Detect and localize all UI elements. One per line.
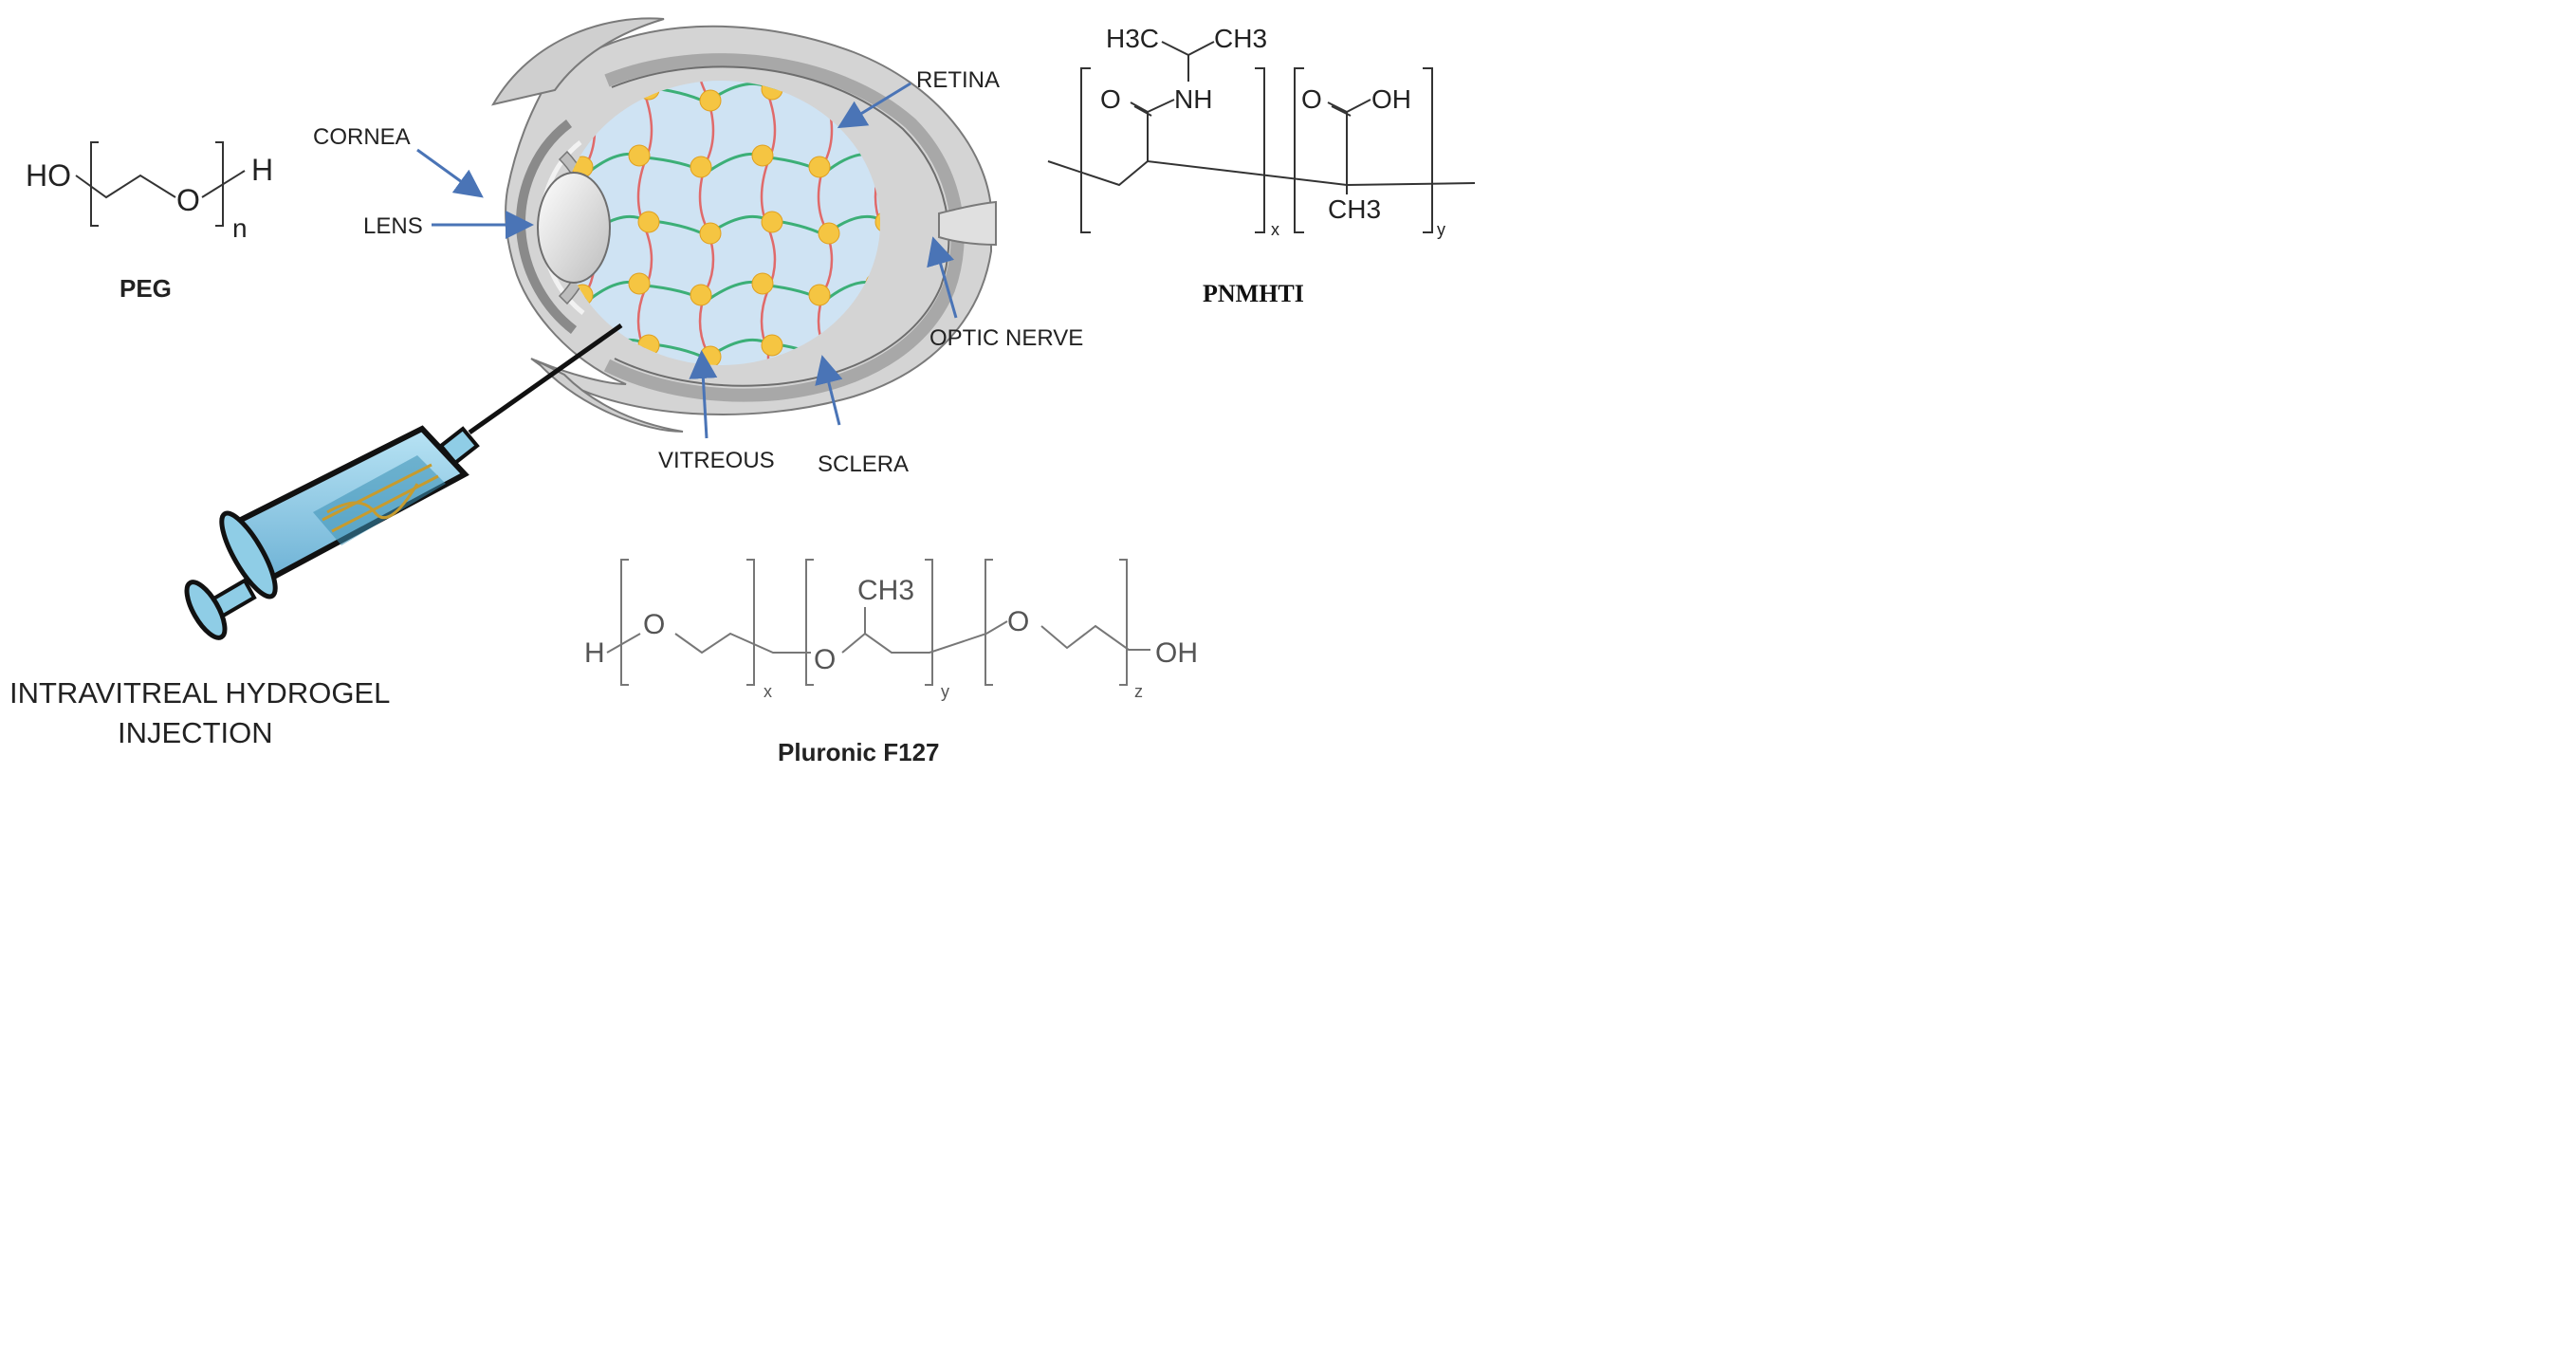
pluronic-bracket3-right (1119, 559, 1128, 686)
pnmhti-o2: O (1301, 84, 1322, 114)
gel-crosslink-node (761, 211, 783, 233)
pluronic-o3: O (1007, 606, 1029, 637)
gel-crosslink-node (751, 144, 774, 167)
gel-crosslink-node (818, 222, 840, 245)
label-vitreous: VITREOUS (658, 448, 775, 473)
syringe (184, 323, 623, 640)
syringe-flange (219, 510, 278, 599)
peg-structure (75, 141, 246, 227)
label-optic-nerve: OPTIC NERVE (929, 325, 1083, 351)
lens (537, 172, 611, 284)
pnmhti-structure (1047, 41, 1476, 233)
syringe-needle (468, 323, 623, 435)
gel-crosslink-node (699, 89, 722, 112)
pluronic-o1: O (643, 609, 665, 640)
pluronic-name: Pluronic F127 (778, 738, 940, 766)
pluronic-o2: O (814, 644, 836, 675)
pluronic-structure (606, 559, 1150, 686)
pnmhti-ch3-top: CH3 (1214, 24, 1267, 53)
pluronic-bracket2-right (925, 559, 933, 686)
pluronic-bonds (606, 633, 641, 654)
peg-ho: HO (26, 158, 71, 193)
arrow-optic-nerve (927, 236, 958, 319)
peg-h: H (251, 153, 273, 187)
pluronic-bracket1-right (746, 559, 755, 686)
hydrogel-figure: CORNEA LENS RETINA OPTIC NERVE VITREOUS … (9, 17, 1476, 766)
gel-crosslink-node (751, 272, 774, 295)
arrow-vitreous (689, 350, 718, 439)
injection-title-line2: INJECTION (118, 716, 273, 749)
pnmhti-backbone (1047, 159, 1476, 187)
label-lens: LENS (363, 213, 423, 239)
syringe-thumb-rest (184, 580, 228, 640)
pluronic-sub-y: y (941, 682, 949, 701)
label-arrows (416, 82, 958, 439)
pnmhti-sub-x: x (1271, 220, 1279, 239)
pnmhti-bracket1-right (1255, 67, 1265, 233)
gel-crosslink-node (628, 272, 651, 295)
gel-crosslink-node (628, 144, 651, 167)
pnmhti-oh: OH (1371, 84, 1411, 114)
pluronic-bracket1-left (620, 559, 629, 686)
pluronic-sub-x: x (764, 682, 772, 701)
gel-crosslink-node (808, 284, 831, 306)
pnmhti-o1: O (1100, 84, 1121, 114)
pluronic-ch3: CH3 (857, 575, 914, 606)
injection-title-line1: INTRAVITREAL HYDROGEL (9, 676, 390, 710)
lower-lid (535, 360, 684, 433)
peg-bracket-left (90, 141, 99, 227)
peg-bonds (75, 174, 176, 199)
pnmhti-bracket1-left (1080, 67, 1091, 233)
label-cornea: CORNEA (313, 124, 411, 150)
pnmhti-ch3-bottom: CH3 (1328, 194, 1381, 224)
label-retina: RETINA (916, 67, 1000, 93)
gel-crosslink-node (699, 222, 722, 245)
pluronic-bracket3-left (984, 559, 993, 686)
peg-o: O (176, 183, 200, 217)
arrow-sclera (815, 355, 843, 426)
upper-lid (490, 17, 665, 106)
retina-band (603, 53, 965, 402)
gel-crosslink-node (637, 211, 660, 233)
gel-crosslink-node (690, 156, 712, 178)
pnmhti-bracket2-right (1423, 67, 1433, 233)
arrow-retina (837, 82, 911, 129)
gel-crosslink-node (874, 211, 880, 233)
label-sclera: SCLERA (818, 452, 909, 477)
peg-name: PEG (120, 274, 172, 303)
pnmhti-sub-y: y (1437, 220, 1445, 239)
pluronic-bracket2-left (805, 559, 814, 686)
pluronic-oh: OH (1155, 637, 1198, 669)
pnmhti-h3c: H3C (1106, 24, 1159, 53)
pnmhti-name: PNMHTI (1203, 280, 1304, 307)
eye-illustration (490, 17, 997, 433)
gel-crosslink-node (808, 156, 831, 178)
arrow-cornea (416, 148, 484, 198)
pluronic-sub-z: z (1134, 682, 1143, 701)
gel-crosslink-node (761, 334, 783, 357)
pnmhti-nh: NH (1174, 84, 1212, 114)
pnmhti-bracket2-left (1294, 67, 1304, 233)
pluronic-h: H (584, 637, 605, 669)
gel-crosslink-node (690, 284, 712, 306)
peg-n: n (232, 213, 248, 243)
